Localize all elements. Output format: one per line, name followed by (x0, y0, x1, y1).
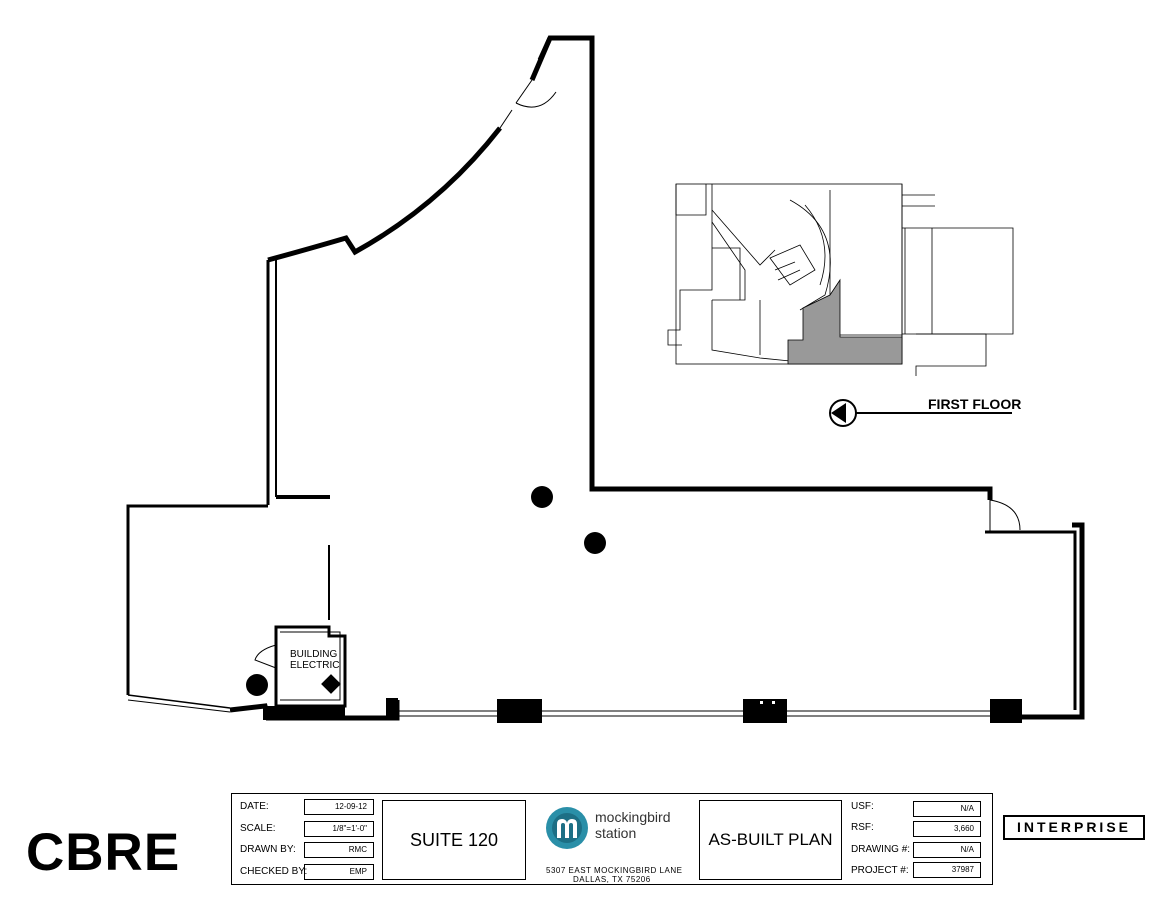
column (584, 532, 606, 554)
wall-west-lower (126, 504, 268, 695)
rsf-label: RSF: (851, 822, 874, 833)
title-block: DATE: 12-09-12 SCALE: 1/8"=1'-0" DRAWN B… (231, 793, 993, 885)
north-arrow-pointer (831, 403, 846, 423)
column (531, 486, 553, 508)
brand-name-line2: station (595, 825, 637, 841)
panel (321, 674, 341, 694)
address-line1: 5307 EAST MOCKINGBIRD LANE (546, 866, 683, 875)
wall-east (990, 522, 1085, 720)
drawing-value: N/A (913, 842, 981, 858)
south-glazing (397, 710, 990, 717)
mockingbird-station-logo: mockingbird station (545, 806, 690, 856)
wall-sw-glass-2 (127, 699, 231, 713)
key-plan-shaded-area (787, 278, 903, 365)
column (246, 674, 268, 696)
drawn-by-label: DRAWN BY: (240, 844, 296, 855)
project-label: PROJECT #: (851, 865, 909, 876)
floor-plan-drawing: BUILDING ELECTRIC FIRST F (126, 35, 1085, 723)
curved-wall (267, 126, 502, 263)
mockingbird-m-icon (546, 807, 588, 849)
plan-type-box: AS-BUILT PLAN (699, 800, 842, 880)
electric-door (254, 644, 277, 669)
wall-north-east (537, 35, 993, 500)
date-label: DATE: (240, 801, 269, 812)
interprise-logo: INTERPRISE (1003, 815, 1145, 840)
date-value: 12-09-12 (304, 799, 374, 815)
address-line2: DALLAS, TX 75206 (573, 875, 651, 884)
scale-label: SCALE: (240, 823, 276, 834)
pier (990, 699, 1022, 723)
key-plan-label: FIRST FLOOR (928, 396, 1021, 412)
door-top (529, 37, 553, 81)
curved-wall-seg (499, 109, 513, 129)
brand-name-line1: mockingbird (595, 809, 671, 825)
pier (743, 699, 787, 723)
usf-value: N/A (913, 801, 981, 817)
wall-sw-glass (127, 694, 231, 709)
wall-east-door-ledge (985, 530, 1077, 710)
project-value: 37987 (913, 862, 981, 878)
scale-value: 1/8"=1'-0" (304, 821, 374, 837)
pier (386, 698, 398, 720)
drawn-by-value: RMC (304, 842, 374, 858)
checked-by-label: CHECKED BY: (240, 866, 308, 877)
pier (497, 699, 542, 723)
pier (263, 706, 345, 720)
cbre-logo: CBRE (26, 823, 181, 882)
usf-label: USF: (851, 801, 874, 812)
door-top-swing (515, 79, 557, 108)
suite-box: SUITE 120 (382, 800, 526, 880)
drawing-label: DRAWING #: (851, 844, 911, 855)
electric-room-inner (280, 631, 341, 701)
checked-by-value: EMP (304, 864, 374, 880)
door-east-swing (989, 499, 1021, 532)
room-label-line1: BUILDING (290, 649, 337, 660)
room-label-line2: ELECTRIC (290, 660, 339, 671)
rsf-value: 3,660 (913, 821, 981, 837)
